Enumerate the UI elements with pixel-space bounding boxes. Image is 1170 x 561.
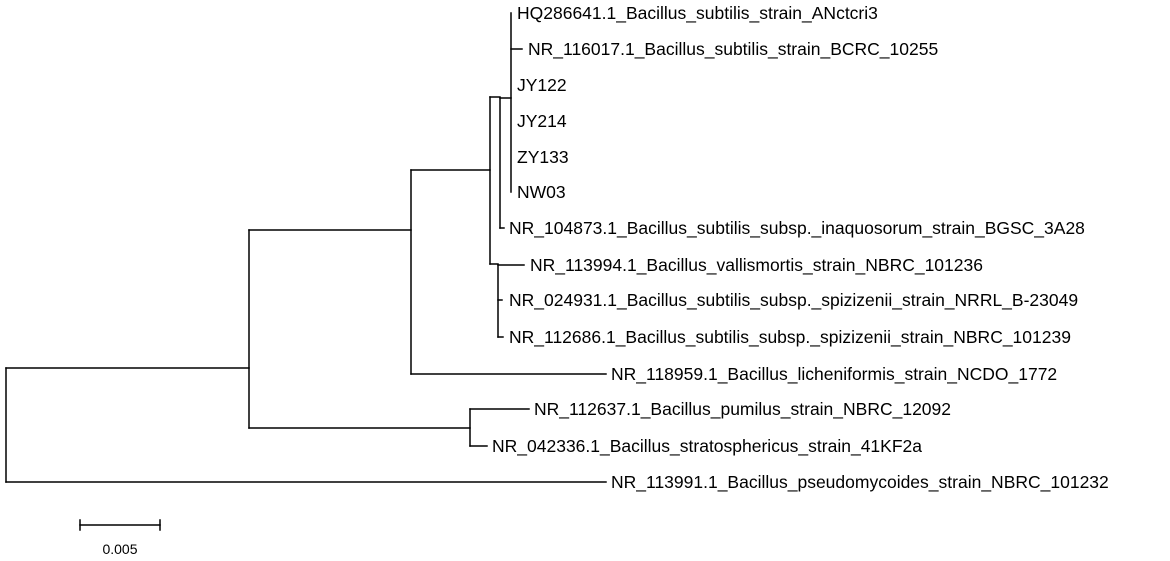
tree-branches [5,12,607,483]
leaf-label-nr024931-b-subtilis-spizizenii-nrrl: NR_024931.1_Bacillus_subtilis_subsp._spi… [509,290,1078,311]
leaf-label-nw03: NW03 [517,182,566,202]
leaf-label-nr112637-b-pumilus: NR_112637.1_Bacillus_pumilus_strain_NBRC… [534,399,951,420]
leaf-label-jy214: JY214 [517,111,567,131]
leaf-label-nr113991-b-pseudomycoides: NR_113991.1_Bacillus_pseudomycoides_stra… [611,472,1109,493]
leaf-label-zy133: ZY133 [517,147,569,167]
scale-bar-label: 0.005 [102,541,137,557]
leaf-label-nr118959-b-licheniformis: NR_118959.1_Bacillus_licheniformis_strai… [611,364,1057,385]
leaf-label-nr042336-b-stratosphericus: NR_042336.1_Bacillus_stratosphericus_str… [492,436,922,457]
leaf-label-nr112686-b-subtilis-spizizenii-nbrc: NR_112686.1_Bacillus_subtilis_subsp._spi… [509,327,1071,348]
leaf-label-nr104873-b-subtilis-inaquosorum: NR_104873.1_Bacillus_subtilis_subsp._ina… [509,218,1085,239]
leaf-label-nr113994-b-vallismortis: NR_113994.1_Bacillus_vallismortis_strain… [530,255,983,276]
leaf-labels: HQ286641.1_Bacillus_subtilis_strain_ANct… [492,3,1109,493]
leaf-label-jy122: JY122 [517,75,567,95]
leaf-label-nr116017-b-subtilis-bcrc10255: NR_116017.1_Bacillus_subtilis_strain_BCR… [528,39,938,60]
scale-bar: 0.005 [79,519,161,557]
leaf-label-hq286641-b-subtilis-anctcri3: HQ286641.1_Bacillus_subtilis_strain_ANct… [517,3,878,24]
